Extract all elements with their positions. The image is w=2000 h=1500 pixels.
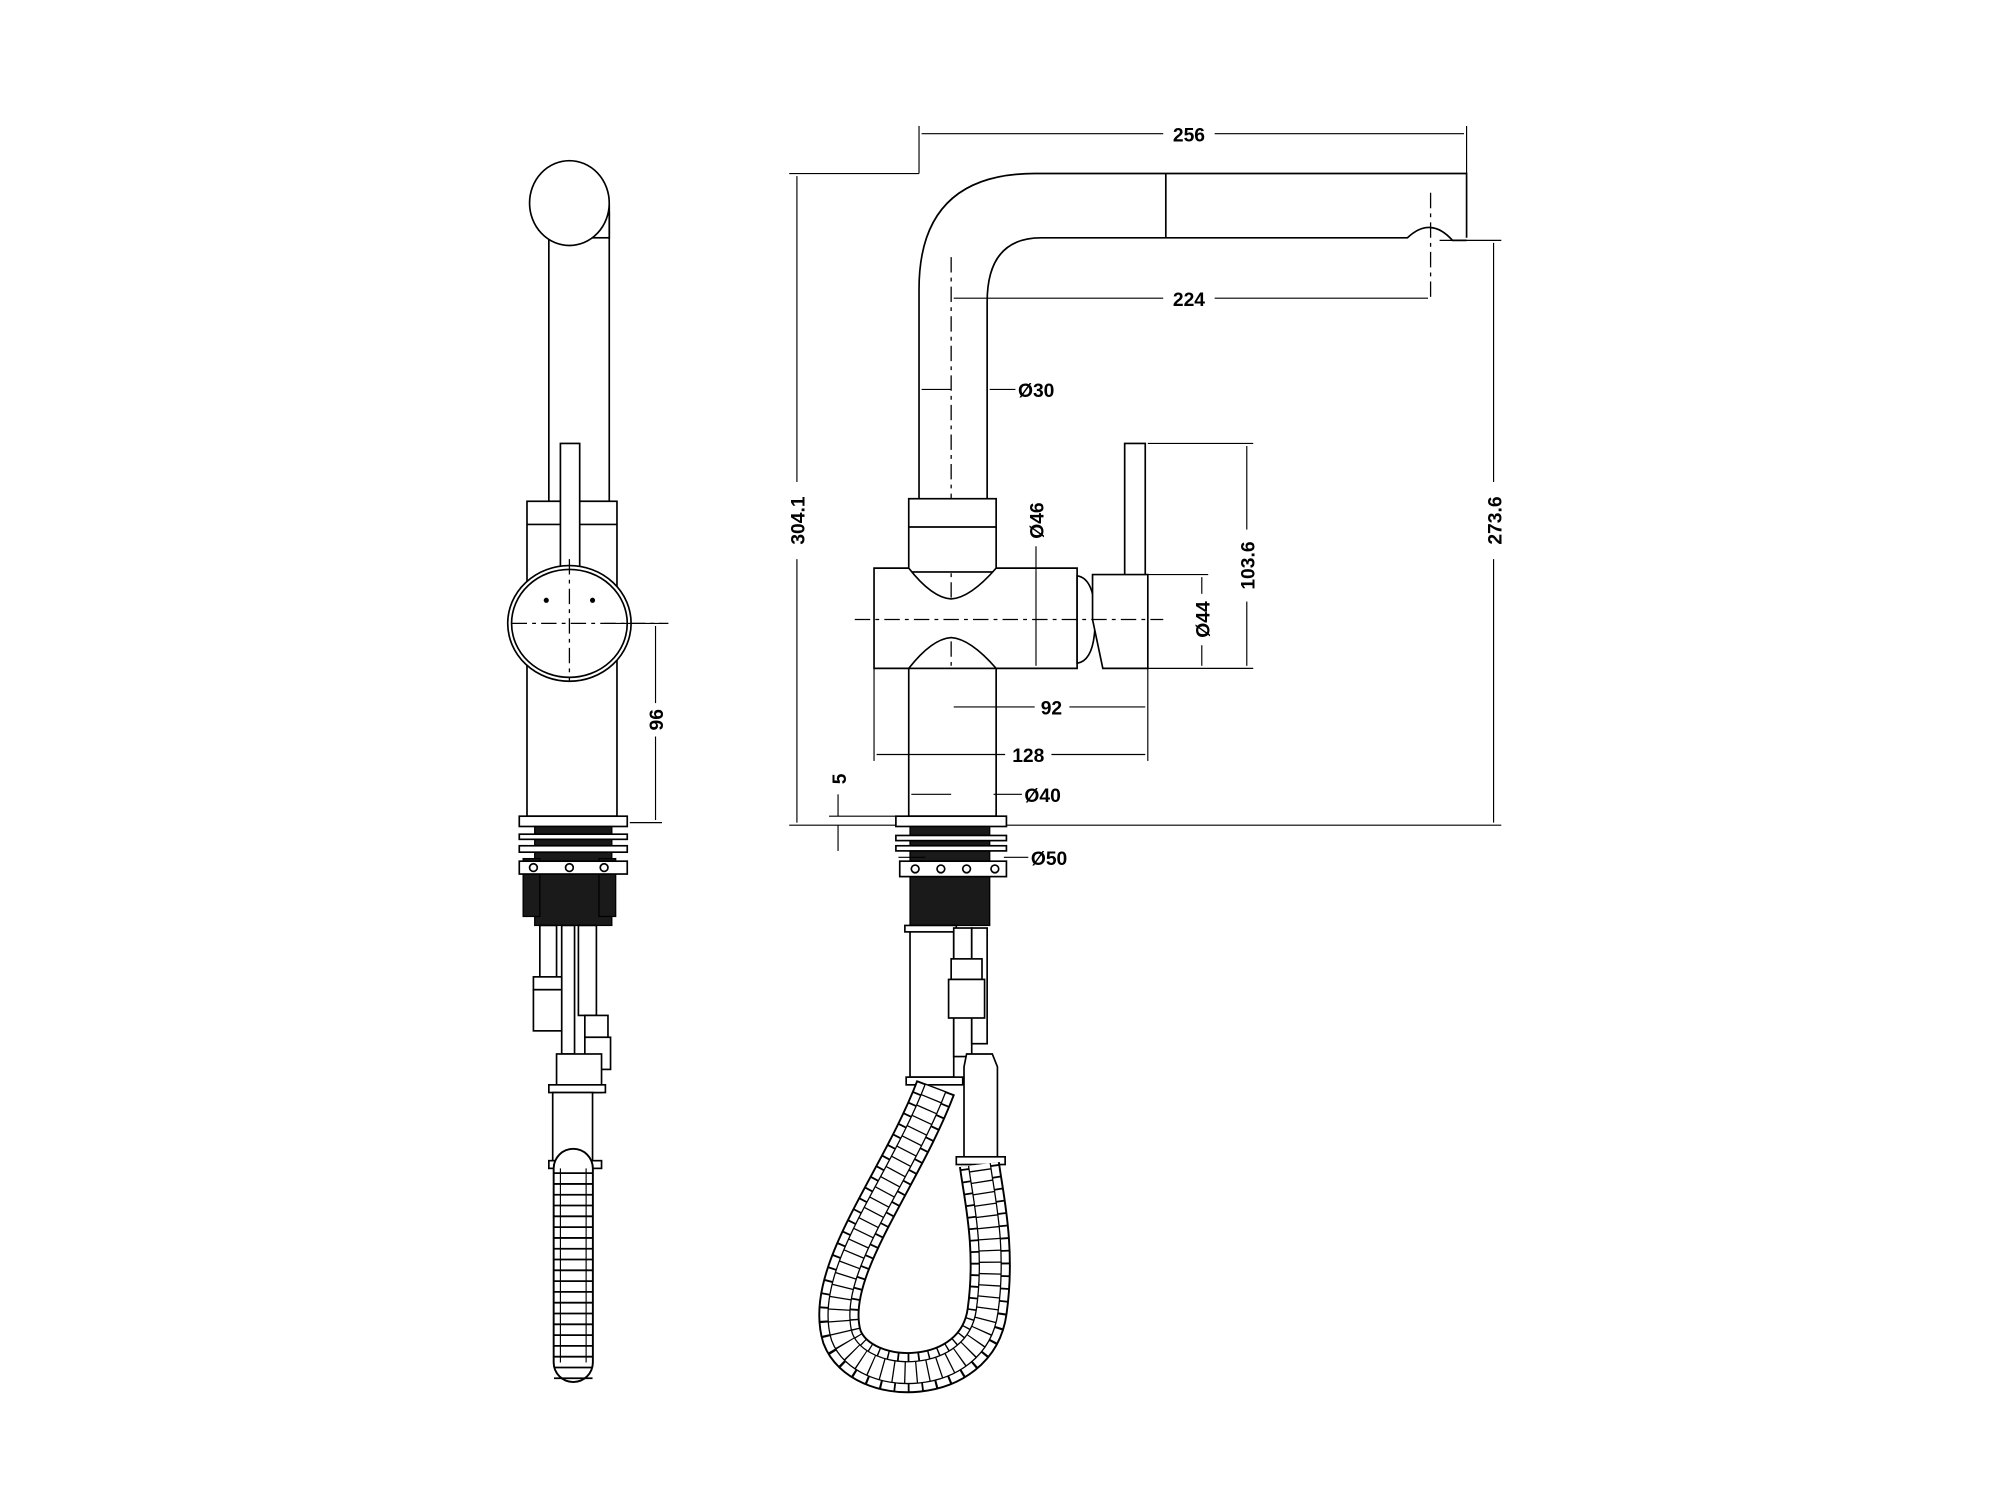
dim-handle-center-height: 96: [647, 709, 668, 731]
dim-lever-height: 103.6: [1238, 541, 1259, 589]
dim-overall-height: 304.1: [789, 496, 810, 544]
dim-spout-diameter: Ø30: [1018, 381, 1054, 402]
dim-body-length: 128: [1012, 746, 1044, 767]
dim-base-diameter: Ø50: [1031, 849, 1067, 870]
dim-body-diameter: Ø46: [1028, 502, 1049, 539]
dim-overall-width: 256: [1173, 125, 1205, 146]
dim-column-diameter: Ø40: [1024, 786, 1060, 807]
dim-lever-offset: 92: [1041, 699, 1062, 720]
dim-spout-height: 273.6: [1485, 496, 1506, 544]
dim-lever-diameter: Ø44: [1194, 601, 1215, 638]
front-view: 256 224 Ø30 304.1 273.6 Ø46 Ø44: [789, 125, 1506, 1394]
side-view: 96: [506, 159, 669, 1384]
dim-spout-reach: 224: [1173, 290, 1205, 311]
dim-base-thickness: 5: [830, 773, 851, 784]
